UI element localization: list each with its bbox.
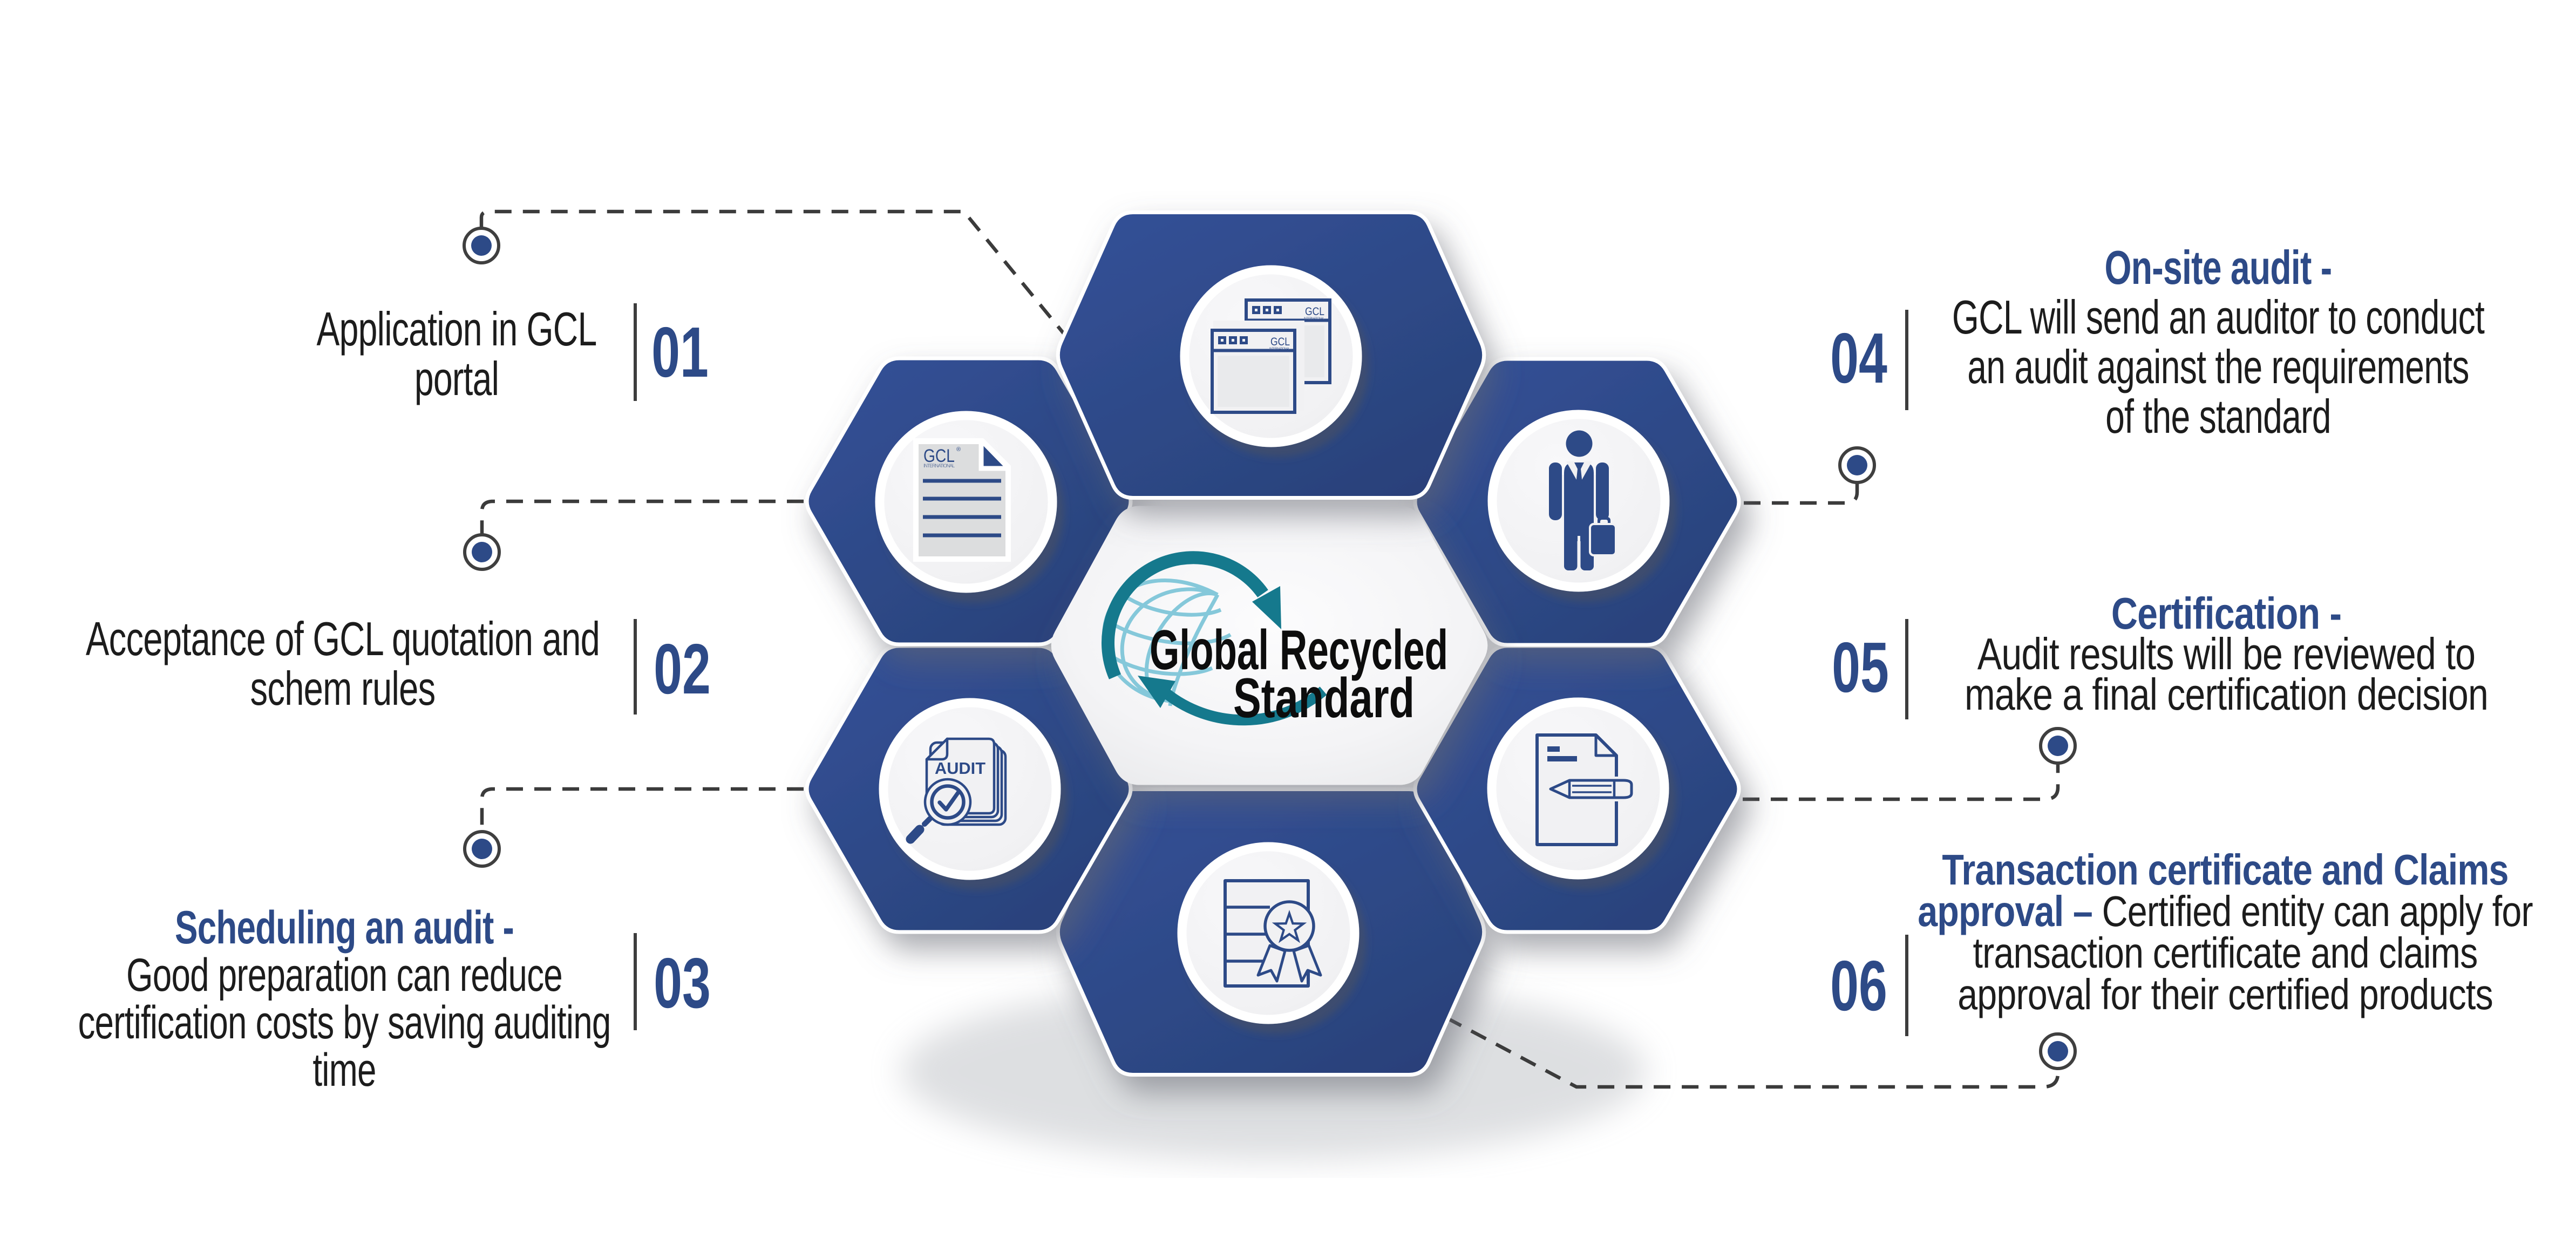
svg-text:GCL: GCL — [1270, 336, 1290, 348]
svg-text:Standard: Standard — [1233, 667, 1415, 730]
svg-text:INTERNATIONAL: INTERNATIONAL — [1304, 317, 1325, 321]
svg-text:GCL: GCL — [1305, 305, 1324, 318]
svg-text:INTERNATIONAL: INTERNATIONAL — [923, 463, 955, 468]
svg-text:GCL: GCL — [923, 446, 955, 466]
svg-text:®: ® — [956, 446, 961, 453]
svg-text:INTERNATIONAL: INTERNATIONAL — [1269, 348, 1290, 351]
svg-text:Global Recycled: Global Recycled — [1150, 619, 1448, 682]
svg-text:AUDIT: AUDIT — [935, 759, 985, 778]
